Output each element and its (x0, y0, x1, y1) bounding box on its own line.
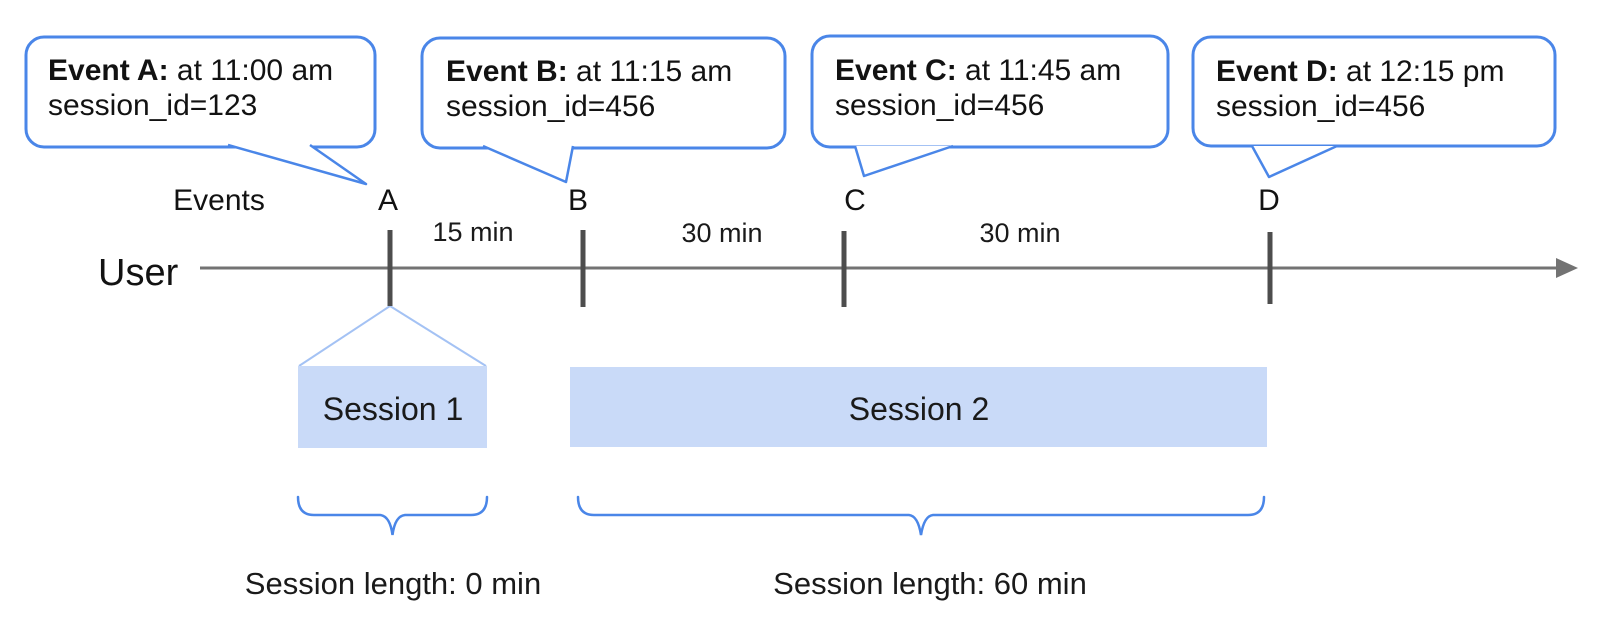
event-a-bubble-text: Event A: at 11:00 am session_id=123 (48, 53, 333, 123)
event-b-bubble-text: Event B: at 11:15 am session_id=456 (446, 54, 732, 124)
event-b-title: Event B: (446, 55, 568, 88)
session2-length-label: Session length: 60 min (773, 566, 1087, 601)
events-row-label: Events (173, 184, 265, 217)
event-b-mark-label: B (567, 184, 589, 217)
interval-a-b-label: 15 min (432, 217, 514, 247)
interval-c-d-label: 30 min (979, 218, 1061, 248)
event-c-bubble-text: Event C: at 11:45 am session_id=456 (835, 53, 1121, 123)
session2-label: Session 2 (848, 391, 990, 427)
event-d-bubble-text: Event D: at 12:15 pm session_id=456 (1216, 54, 1504, 124)
session1-brace (296, 495, 489, 536)
event-d-time: at 12:15 pm (1337, 55, 1505, 88)
event-b-line1: Event B: at 11:15 am (446, 54, 732, 89)
event-a-time: at 11:00 am (168, 54, 334, 87)
event-d-title: Event D: (1216, 55, 1338, 88)
event-c-mark-label: C (844, 184, 866, 217)
event-c-bubble-tail (853, 144, 954, 178)
interval-b-c-label: 30 min (681, 218, 763, 248)
session2-bar (570, 367, 1267, 447)
event-b-bubble-tail (482, 144, 575, 184)
event-b-bubble-shape (420, 36, 787, 150)
event-c-bubble-shape (810, 34, 1170, 149)
event-a-bubble-shape (24, 35, 377, 149)
session1-funnel-right-line (389, 305, 487, 367)
event-a-session-id: session_id=123 (48, 89, 258, 122)
event-c-title: Event C: (835, 54, 957, 87)
event-c-time: at 11:45 am (956, 54, 1122, 87)
timeline-arrowhead-icon (1556, 258, 1578, 278)
event-d-line1: Event D: at 12:15 pm (1216, 54, 1504, 89)
event-d-bubble-shape (1191, 35, 1557, 148)
session1-funnel-left-line (298, 305, 391, 367)
session1-length-label: Session length: 0 min (244, 566, 542, 601)
event-a-bubble-tail (227, 143, 368, 186)
event-d-session-id: session_id=456 (1216, 90, 1426, 123)
user-row-label: User (98, 252, 179, 294)
event-a-line1: Event A: at 11:00 am (48, 53, 333, 88)
session1-bar (298, 366, 487, 448)
event-a-title: Event A: (48, 54, 169, 87)
session2-brace (576, 495, 1266, 536)
event-a-mark-label: A (377, 184, 399, 217)
session1-label: Session 1 (322, 391, 464, 427)
event-b-time: at 11:15 am (567, 55, 733, 88)
event-b-session-id: session_id=456 (446, 90, 656, 123)
event-c-line1: Event C: at 11:45 am (835, 53, 1121, 88)
event-c-session-id: session_id=456 (835, 89, 1045, 122)
event-d-mark-label: D (1258, 184, 1280, 217)
event-d-bubble-tail (1250, 144, 1338, 179)
